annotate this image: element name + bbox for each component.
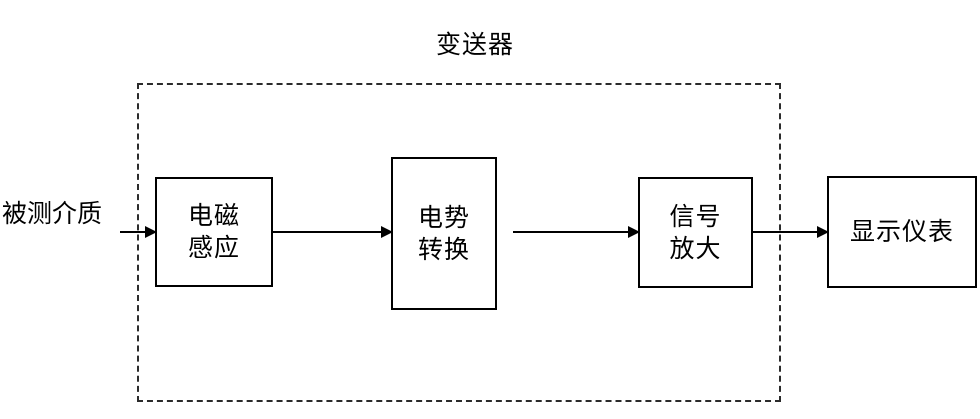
arrow-potential-conversion-to-signal-amplification xyxy=(513,226,640,238)
block-signal-amplification-label: 信号 放大 xyxy=(669,202,722,263)
arrow-induction-to-potential-conversion xyxy=(273,226,393,238)
measured-medium-label: 被测介质 xyxy=(2,200,103,228)
block-display-meter-label: 显示仪表 xyxy=(849,218,954,246)
diagram-title: 变送器 xyxy=(435,31,514,59)
arrow-signal-amplification-to-display-meter xyxy=(753,226,829,238)
transmitter-boundary-dashed-box xyxy=(137,83,781,402)
block-potential-conversion[interactable]: 电势 转换 xyxy=(391,157,497,310)
block-signal-amplification[interactable]: 信号 放大 xyxy=(638,177,753,288)
arrow-input-to-induction xyxy=(120,226,157,238)
block-display-meter[interactable]: 显示仪表 xyxy=(827,176,977,288)
block-electromagnetic-induction[interactable]: 电磁 感应 xyxy=(155,177,273,287)
block-potential-conversion-label: 电势 转换 xyxy=(417,203,470,264)
block-electromagnetic-induction-label: 电磁 感应 xyxy=(187,202,240,262)
